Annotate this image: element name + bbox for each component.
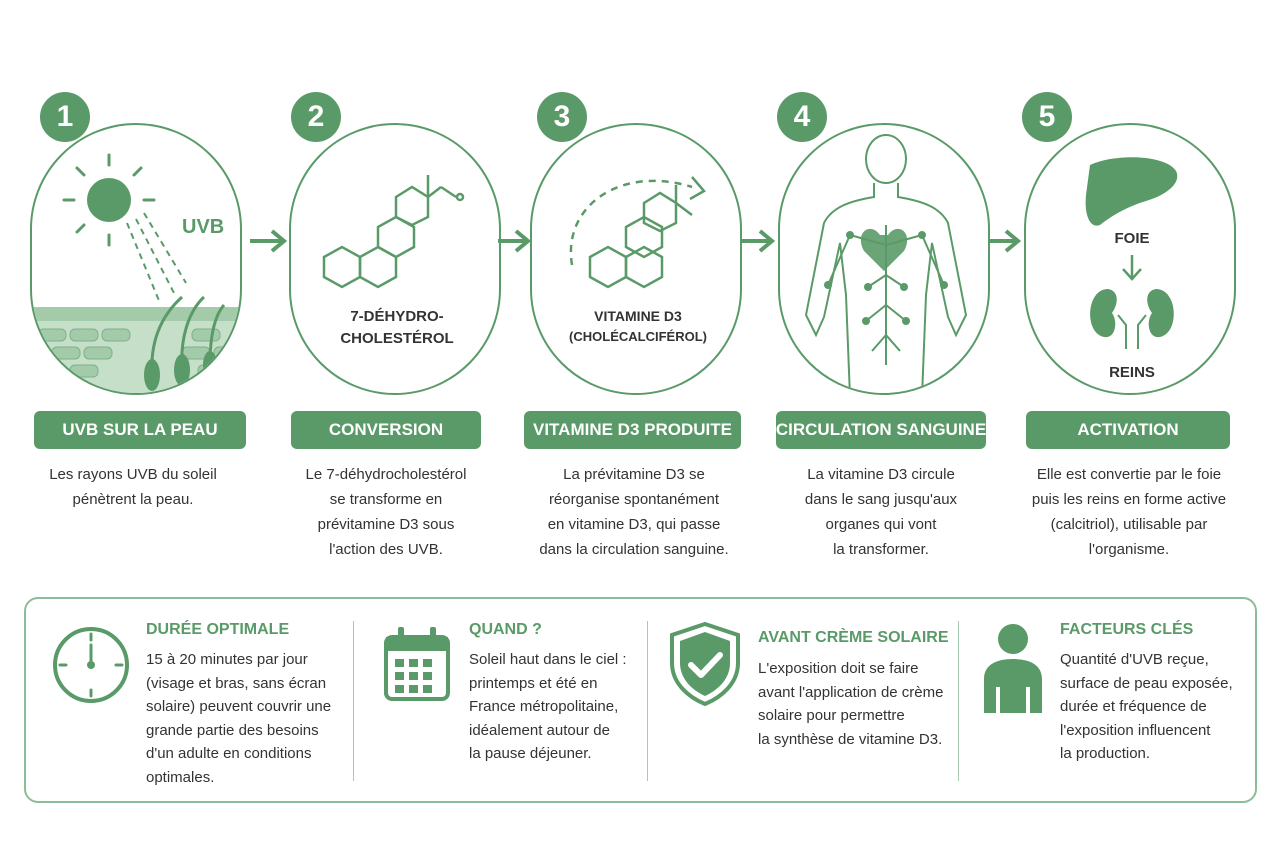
step-description: Le 7-déhydrocholestérol se transforme en… xyxy=(305,466,467,558)
svg-text:CHOLESTÉROL: CHOLESTÉROL xyxy=(340,330,453,347)
svg-text:VITAMINE D3: VITAMINE D3 xyxy=(594,308,682,324)
molecule-icon: 7-DÉHYDRO- CHOLESTÉROL xyxy=(322,175,465,347)
step-number-badge: 4 xyxy=(777,92,827,142)
step-number-badge: 5 xyxy=(1022,92,1072,142)
step-description: Elle est convertie par le foie puis les … xyxy=(1031,466,1227,558)
tip-title: AVANT CRÈME SOLAIRE xyxy=(758,629,949,646)
tip-title: FACTEURS CLÉS xyxy=(1060,621,1194,638)
step-illustration xyxy=(778,123,990,395)
step-2: 2 7-DÉHYDRO- CHOLESTÉROL CONVERSION Le 7… xyxy=(281,88,511,568)
tip-when: QUAND ? Soleil haut dans le ciel :printe… xyxy=(366,599,646,805)
person-icon xyxy=(980,623,1046,722)
tip-title: QUAND ? xyxy=(469,621,542,638)
svg-text:7-DÉHYDRO-: 7-DÉHYDRO- xyxy=(350,308,443,325)
tip-body: 15 à 20 minutes par jour(visage et bras,… xyxy=(146,651,332,786)
step-label: UVB SUR LA PEAU xyxy=(34,411,246,449)
uvb-text: UVB xyxy=(182,216,224,238)
step-illustration: 7-DÉHYDRO- CHOLESTÉROL xyxy=(289,123,501,395)
arrow-right-icon xyxy=(740,226,780,256)
tip-factors: FACTEURS CLÉS Quantité d'UVB reçue,surfa… xyxy=(966,599,1256,805)
step-label: CIRCULATION SANGUINE xyxy=(776,411,986,449)
body-circulation-icon xyxy=(804,134,968,393)
arrow-right-icon xyxy=(496,226,536,256)
divider xyxy=(647,621,648,781)
tip-duration: DURÉE OPTIMALE 15 à 20 minutes par jour(… xyxy=(26,599,352,805)
sun-skin-icon: UVB xyxy=(32,153,240,393)
divider xyxy=(353,621,354,781)
step-label: VITAMINE D3 PRODUITE xyxy=(524,411,741,449)
step-4: 4 CIRCULATION SANGUINE La vitamine D3 ci… xyxy=(772,88,1002,568)
step-3: 3 VITAMINE D3 (CHOLÉCALCIFÉROL) VITAMINE… xyxy=(524,88,755,568)
tip-title: DURÉE OPTIMALE xyxy=(146,621,290,638)
liver-kidney-icon: FOIE REINS xyxy=(1085,157,1178,381)
step-description: Les rayons UVB du soleil pénètrent la pe… xyxy=(49,466,217,508)
step-illustration: FOIE REINS xyxy=(1024,123,1236,395)
step-label: ACTIVATION xyxy=(1026,411,1230,449)
divider xyxy=(958,621,959,781)
svg-text:REINS: REINS xyxy=(1109,364,1155,381)
calendar-icon xyxy=(382,623,452,708)
step-5: 5 FOIE REINS ACTIVATION Elle est convert… xyxy=(1018,88,1248,568)
step-description: La vitamine D3 circule dans le sang jusq… xyxy=(804,466,958,558)
step-number-badge: 1 xyxy=(40,92,90,142)
molecule-icon: VITAMINE D3 (CHOLÉCALCIFÉROL) xyxy=(569,176,707,344)
step-1: 1 UVB xyxy=(30,88,260,568)
step-number-badge: 3 xyxy=(537,92,587,142)
arrow-right-icon xyxy=(986,226,1026,256)
tips-panel: DURÉE OPTIMALE 15 à 20 minutes par jour(… xyxy=(24,597,1257,803)
tip-body: Soleil haut dans le ciel :printemps et é… xyxy=(469,651,627,762)
arrow-right-icon xyxy=(248,226,288,256)
step-description: La prévitamine D3 se réorganise spontané… xyxy=(539,466,729,558)
step-label: CONVERSION xyxy=(291,411,481,449)
clock-icon xyxy=(51,625,131,710)
tip-sunscreen: AVANT CRÈME SOLAIRE L'exposition doit se… xyxy=(656,599,956,805)
shield-check-icon xyxy=(668,621,742,712)
tip-body: Quantité d'UVB reçue,surface de peau exp… xyxy=(1060,651,1233,762)
step-number-badge: 2 xyxy=(291,92,341,142)
step-illustration: VITAMINE D3 (CHOLÉCALCIFÉROL) xyxy=(530,123,742,395)
svg-text:(CHOLÉCALCIFÉROL): (CHOLÉCALCIFÉROL) xyxy=(569,329,707,344)
svg-text:FOIE: FOIE xyxy=(1114,230,1149,247)
step-illustration: UVB xyxy=(30,123,242,395)
